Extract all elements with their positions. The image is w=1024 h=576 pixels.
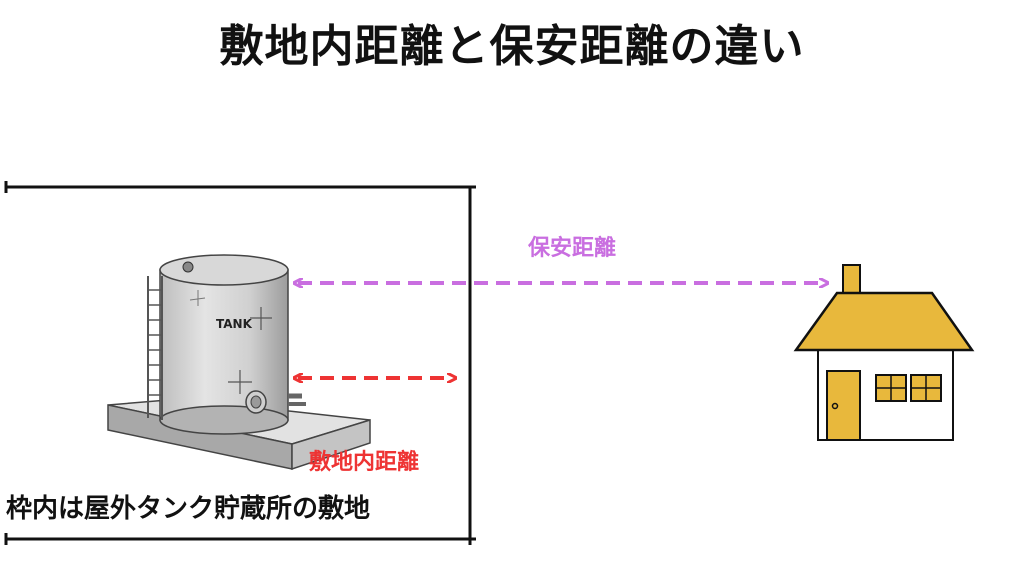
tank-label: TANK: [216, 317, 253, 331]
onsite-distance-label: 敷地内距離: [309, 450, 420, 475]
safety-distance-label: 保安距離: [528, 236, 617, 261]
site-boundary: [4, 181, 476, 545]
house-icon: [793, 264, 975, 441]
storage-tank-illustration: TANK: [107, 254, 371, 471]
page-title: 敷地内距離と保安距離の違い: [219, 21, 805, 72]
boundary-caption: 枠内は屋外タンク貯蔵所の敷地: [6, 494, 371, 524]
